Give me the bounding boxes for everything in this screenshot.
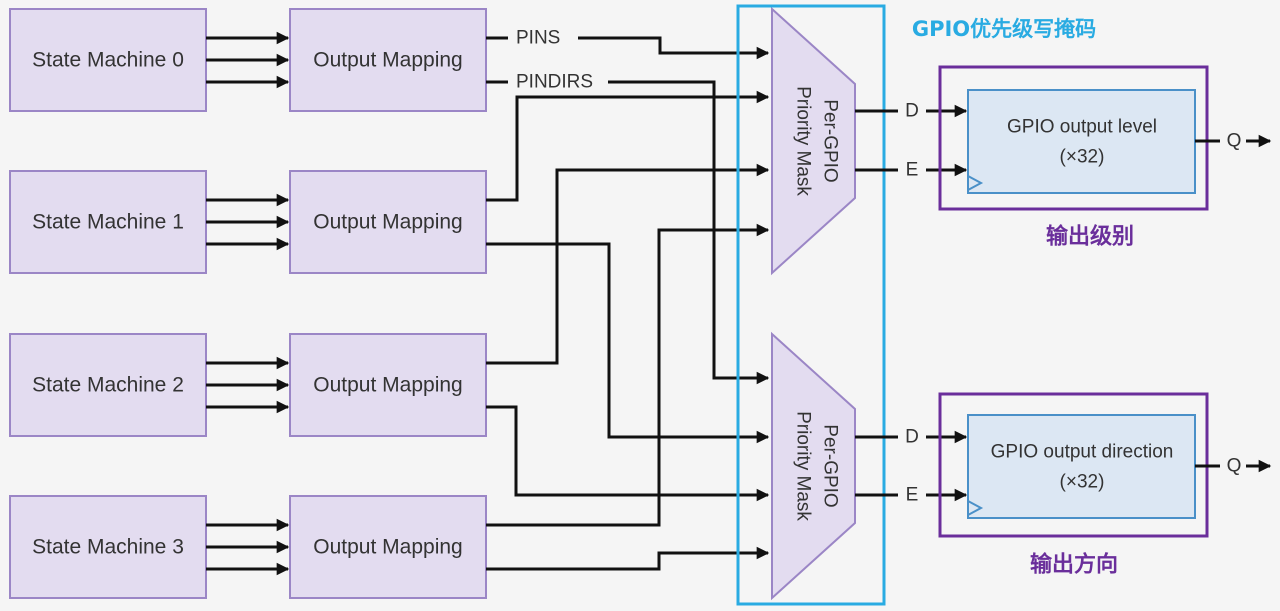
priority-mask-direction: Per-GPIO Priority Mask (771, 331, 856, 601)
output-mapping-2: Output Mapping (289, 333, 487, 437)
output-mapping-3: Output Mapping (289, 495, 487, 599)
level-e-port: E (906, 160, 919, 181)
level-register-label: GPIO output level (1007, 117, 1157, 138)
direction-q-port: Q (1227, 456, 1242, 477)
output-mapping-1: Output Mapping (289, 170, 487, 274)
state-machine-1-label: State Machine 1 (32, 211, 184, 234)
state-machine-1: State Machine 1 (9, 170, 207, 274)
mask-highlight-box (736, 4, 886, 606)
level-register-count: (×32) (1060, 147, 1105, 168)
level-q-port: Q (1227, 131, 1242, 152)
mask-to-register-wires (855, 104, 968, 502)
priority-mask-direction-line1: Per-GPIO (820, 424, 841, 507)
direction-caption: 输出方向 (1030, 552, 1118, 578)
direction-register-count: (×32) (1060, 472, 1105, 493)
state-machine-3: State Machine 3 (9, 495, 207, 599)
gpio-output-direction-register: GPIO output direction (×32) (967, 414, 1196, 519)
level-register-highlight (938, 65, 1209, 211)
state-machine-2: State Machine 2 (9, 333, 207, 437)
level-clock-icon (967, 175, 984, 191)
gpio-output-level-register: GPIO output level (×32) (967, 89, 1196, 194)
output-mapping-1-label: Output Mapping (313, 211, 462, 234)
sm-to-mapping-arrows (206, 31, 290, 576)
output-mapping-2-label: Output Mapping (313, 374, 462, 397)
direction-e-port: E (906, 485, 919, 506)
priority-mask-level-line2: Priority Mask (793, 86, 814, 196)
state-machine-0-label: State Machine 0 (32, 49, 184, 72)
state-machine-3-label: State Machine 3 (32, 536, 184, 559)
state-machine-0: State Machine 0 (9, 8, 207, 112)
output-mapping-0: Output Mapping (289, 8, 487, 112)
direction-register-label: GPIO output direction (991, 442, 1174, 463)
pindirs-label: PINDIRS (516, 72, 593, 93)
priority-mask-direction-line2: Priority Mask (793, 411, 814, 521)
output-mapping-3-label: Output Mapping (313, 536, 462, 559)
priority-mask-level-line1: Per-GPIO (820, 99, 841, 182)
output-mapping-0-label: Output Mapping (313, 49, 462, 72)
state-machine-2-label: State Machine 2 (32, 374, 184, 397)
pins-label: PINS (516, 28, 560, 49)
priority-mask-level: Per-GPIO Priority Mask (771, 6, 856, 276)
level-caption: 输出级别 (1046, 224, 1134, 250)
level-d-port: D (905, 101, 919, 122)
gpio-mask-title: GPIO优先级写掩码 (912, 17, 1096, 41)
direction-d-port: D (905, 427, 919, 448)
mapping-to-mask-wires (486, 36, 770, 571)
direction-clock-icon (967, 500, 984, 516)
